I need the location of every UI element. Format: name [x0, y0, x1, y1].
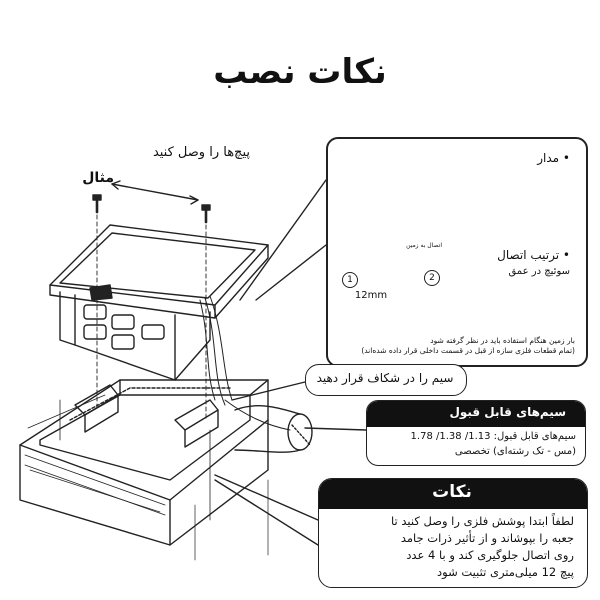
screws — [92, 194, 211, 421]
acceptable-cables-header — [367, 401, 585, 427]
note-line: جعبه را بپوشاند و از تأثیر ذرات جامد — [400, 531, 574, 545]
note-line: روی اتصال جلوگیری کند و با 4 عدد — [406, 548, 574, 562]
depth-switch-label: سوئیچ در عمق — [508, 266, 570, 277]
step-two-badge: 2 — [424, 270, 440, 286]
wire-instruction-text: سیم را در شکاف قرار دهید — [316, 371, 454, 385]
acceptable-cables-sizes: سیم‌های قابل قبول: 1.13/ 1.38/ 1.78 — [410, 431, 576, 442]
page-title: نکات نصب — [213, 52, 387, 92]
ground-tag-label: اتصال به زمین — [406, 242, 442, 249]
detail-callout-box — [326, 137, 588, 367]
note-line: پیچ 12 میلی‌متری تثبیت شود — [437, 565, 574, 579]
screw-arrow — [111, 180, 199, 205]
notes-box — [318, 478, 588, 588]
socket-unit — [49, 224, 269, 381]
strip-length-dimension: 12mm — [354, 290, 388, 301]
notes-title: نکات — [432, 482, 472, 502]
notes-header — [319, 479, 587, 509]
floor-box-housing — [19, 379, 269, 546]
connection-order-label: • ترتیب اتصال — [497, 248, 570, 262]
floor-box-brackets — [74, 384, 219, 448]
wires — [199, 295, 291, 431]
acceptable-cables-title: سیم‌های قابل قبول — [449, 405, 566, 419]
acceptable-cables-box — [366, 400, 586, 466]
example-label: مثال — [82, 170, 114, 186]
cable-conduit — [234, 405, 313, 453]
callout-lines — [214, 179, 367, 546]
floor-box-dimensions — [27, 394, 269, 561]
acceptable-cables-type: (مس - تک رشته‌ای) تخصصی — [454, 446, 576, 457]
ground-note-line-2: (تمام قطعات فلزی سازه از قبل در قسمت داخ… — [361, 346, 575, 355]
ground-note-line-1: بار زمین هنگام استفاده باید در نظر گرفته… — [430, 336, 575, 345]
connect-screws-label: پیچ‌ها را وصل کنید — [152, 145, 250, 160]
step-one-badge: 1 — [342, 272, 358, 288]
circuit-label: • مدار — [537, 151, 570, 165]
wire-instruction-bubble — [305, 364, 467, 396]
note-line: لطفاً ابتدا پوشش فلزی را وصل کنید تا — [391, 514, 574, 528]
ground-note: بار زمین هنگام استفاده باید در نظر گرفته… — [335, 336, 575, 356]
